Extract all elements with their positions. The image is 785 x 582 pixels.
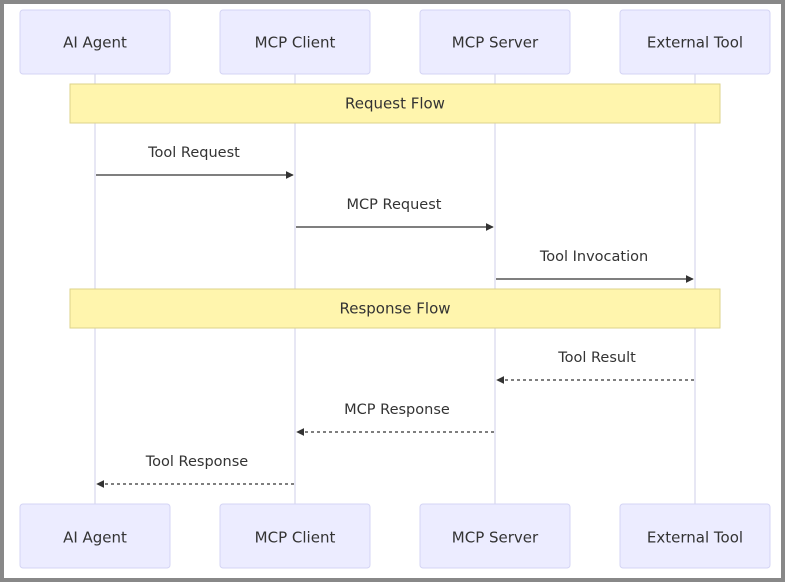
actor-label: AI Agent <box>63 529 127 547</box>
actor-top-mcp-server: MCP Server <box>419 9 571 75</box>
message-mcp-request: MCP Request <box>296 197 494 231</box>
message-label: MCP Request <box>347 197 442 213</box>
actor-bottom-external-tool: External Tool <box>619 503 771 569</box>
actor-bottom-mcp-client: MCP Client <box>219 503 371 569</box>
actor-label: MCP Client <box>255 34 336 52</box>
actor-label: MCP Server <box>452 34 539 52</box>
message-tool-request: Tool Request <box>96 145 294 179</box>
actor-top-ai-agent: AI Agent <box>19 9 171 75</box>
message-label: Tool Request <box>147 145 240 161</box>
message-label: MCP Response <box>344 402 450 418</box>
actor-bottom-ai-agent: AI Agent <box>19 503 171 569</box>
message-tool-invocation: Tool Invocation <box>496 249 694 283</box>
note-label: Request Flow <box>345 95 445 113</box>
actor-top-mcp-client: MCP Client <box>219 9 371 75</box>
message-tool-result: Tool Result <box>496 350 694 384</box>
note-label: Response Flow <box>339 300 450 318</box>
message-label: Tool Result <box>557 350 636 366</box>
message-label: Tool Invocation <box>539 249 648 265</box>
message-label: Tool Response <box>145 454 248 470</box>
message-mcp-response: MCP Response <box>296 402 494 436</box>
diagram-canvas: AI Agent MCP Client MCP Server External … <box>19 9 771 569</box>
actor-label: MCP Client <box>255 529 336 547</box>
actor-label: AI Agent <box>63 34 127 52</box>
actor-label: External Tool <box>647 529 743 547</box>
actor-label: External Tool <box>647 34 743 52</box>
message-tool-response: Tool Response <box>96 454 294 488</box>
note-response-flow: Response Flow <box>69 288 721 329</box>
actor-top-external-tool: External Tool <box>619 9 771 75</box>
actor-label: MCP Server <box>452 529 539 547</box>
actor-bottom-mcp-server: MCP Server <box>419 503 571 569</box>
note-request-flow: Request Flow <box>69 83 721 124</box>
